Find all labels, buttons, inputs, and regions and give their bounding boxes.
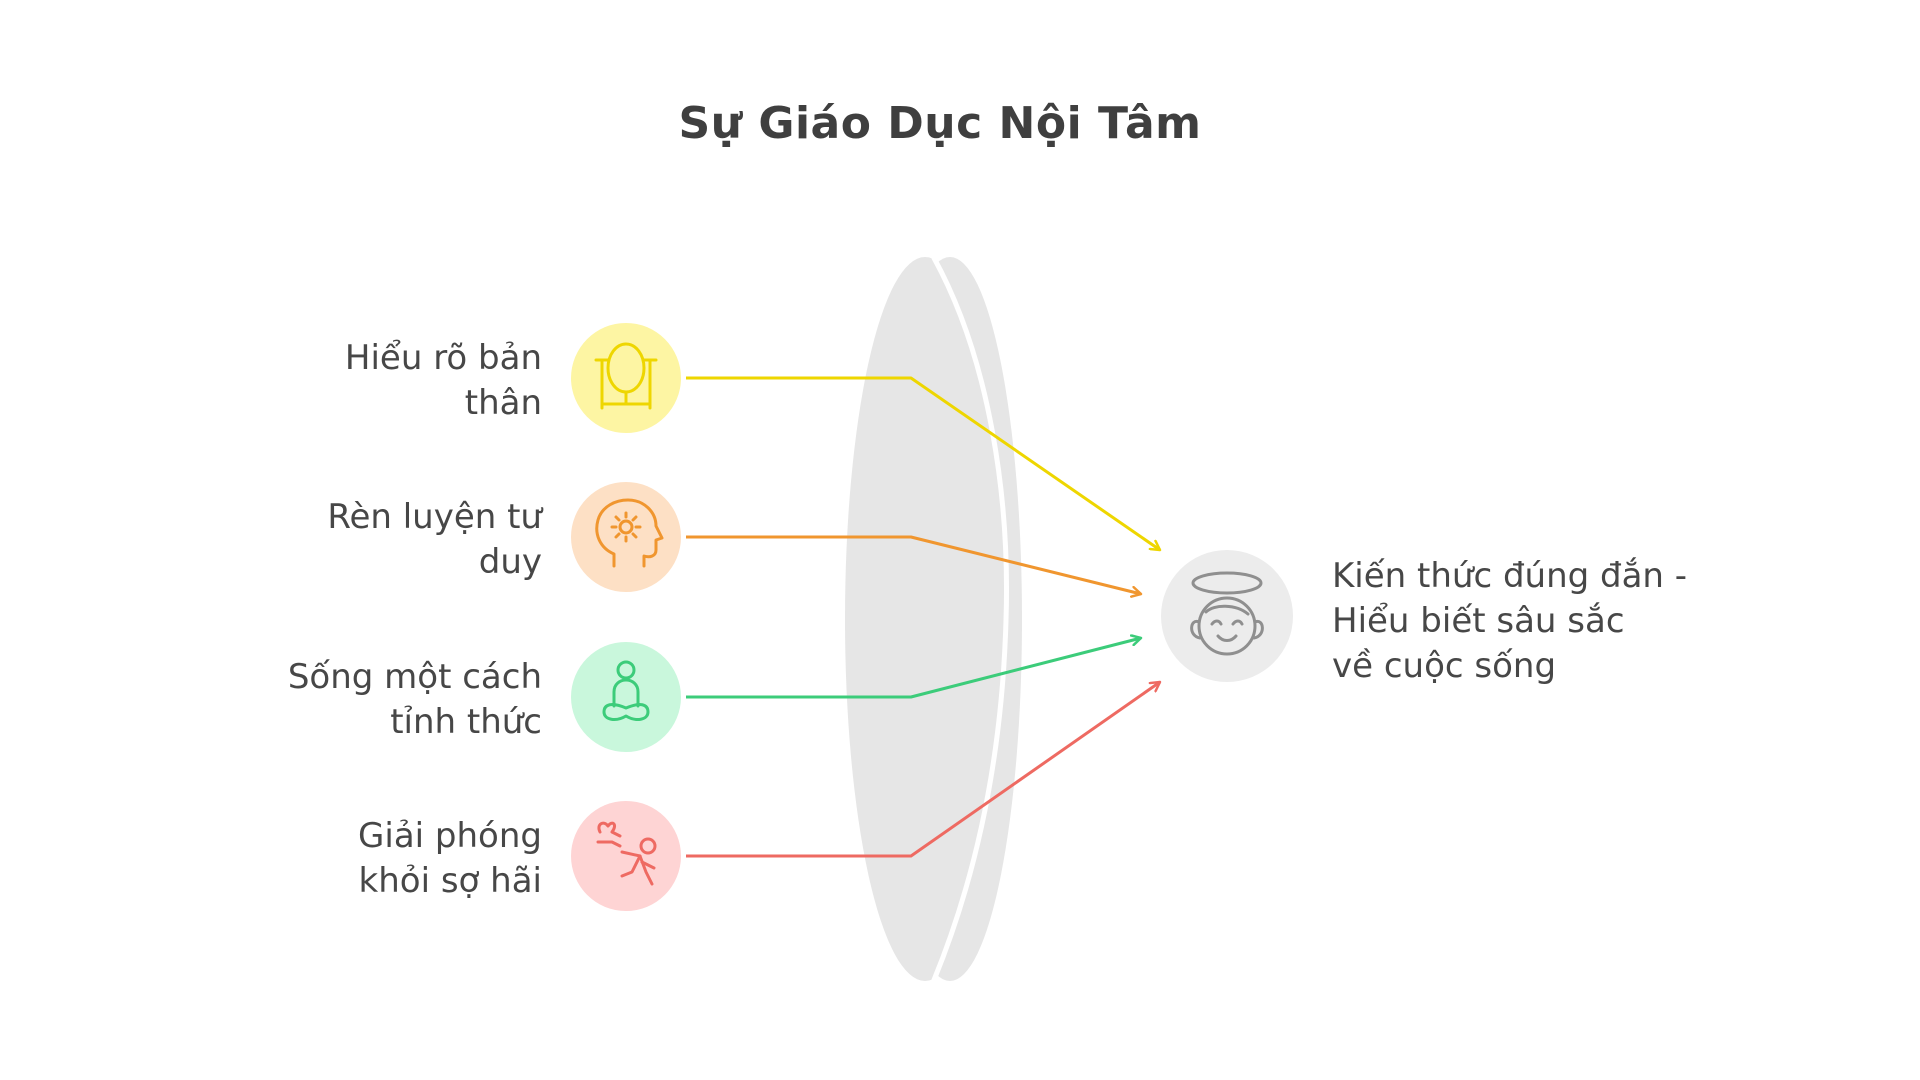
mirror-icon [594, 342, 658, 410]
input-label-1: Hiểu rõ bản thân [344, 338, 542, 423]
input-label-2: Rèn luyện tư duy [327, 497, 542, 582]
arrow-line-3 [686, 638, 1141, 699]
result-label: Kiến thức đúng đắn - Hiểu biết sâu sắc v… [1332, 554, 1792, 689]
input-node-1 [571, 323, 681, 433]
input-label-4: Giải phóng khỏi sợ hãi [358, 816, 542, 901]
result-label-line-2: Hiểu biết sâu sắc [1332, 601, 1625, 641]
result-label-line-1: Kiến thức đúng đắn - [1332, 556, 1688, 596]
input-node-3 [571, 642, 681, 752]
escape-icon [596, 821, 657, 886]
diagram-title: Sự Giáo Dục Nội Tâm [678, 98, 1202, 149]
lens-shape [845, 255, 1022, 983]
arrow-line-4 [686, 682, 1160, 858]
input-node-4 [571, 801, 681, 911]
brain-gear-icon [595, 498, 664, 568]
angel-face-icon [1190, 571, 1264, 656]
input-label-3: Sống một cách tỉnh thức [287, 657, 542, 742]
input-node-2 [571, 482, 681, 592]
meditation-icon [602, 660, 650, 721]
result-node [1161, 550, 1293, 682]
arrow-line-2 [686, 535, 1141, 594]
result-label-line-3: về cuộc sống [1332, 646, 1557, 686]
arrow-line-1 [686, 376, 1160, 550]
